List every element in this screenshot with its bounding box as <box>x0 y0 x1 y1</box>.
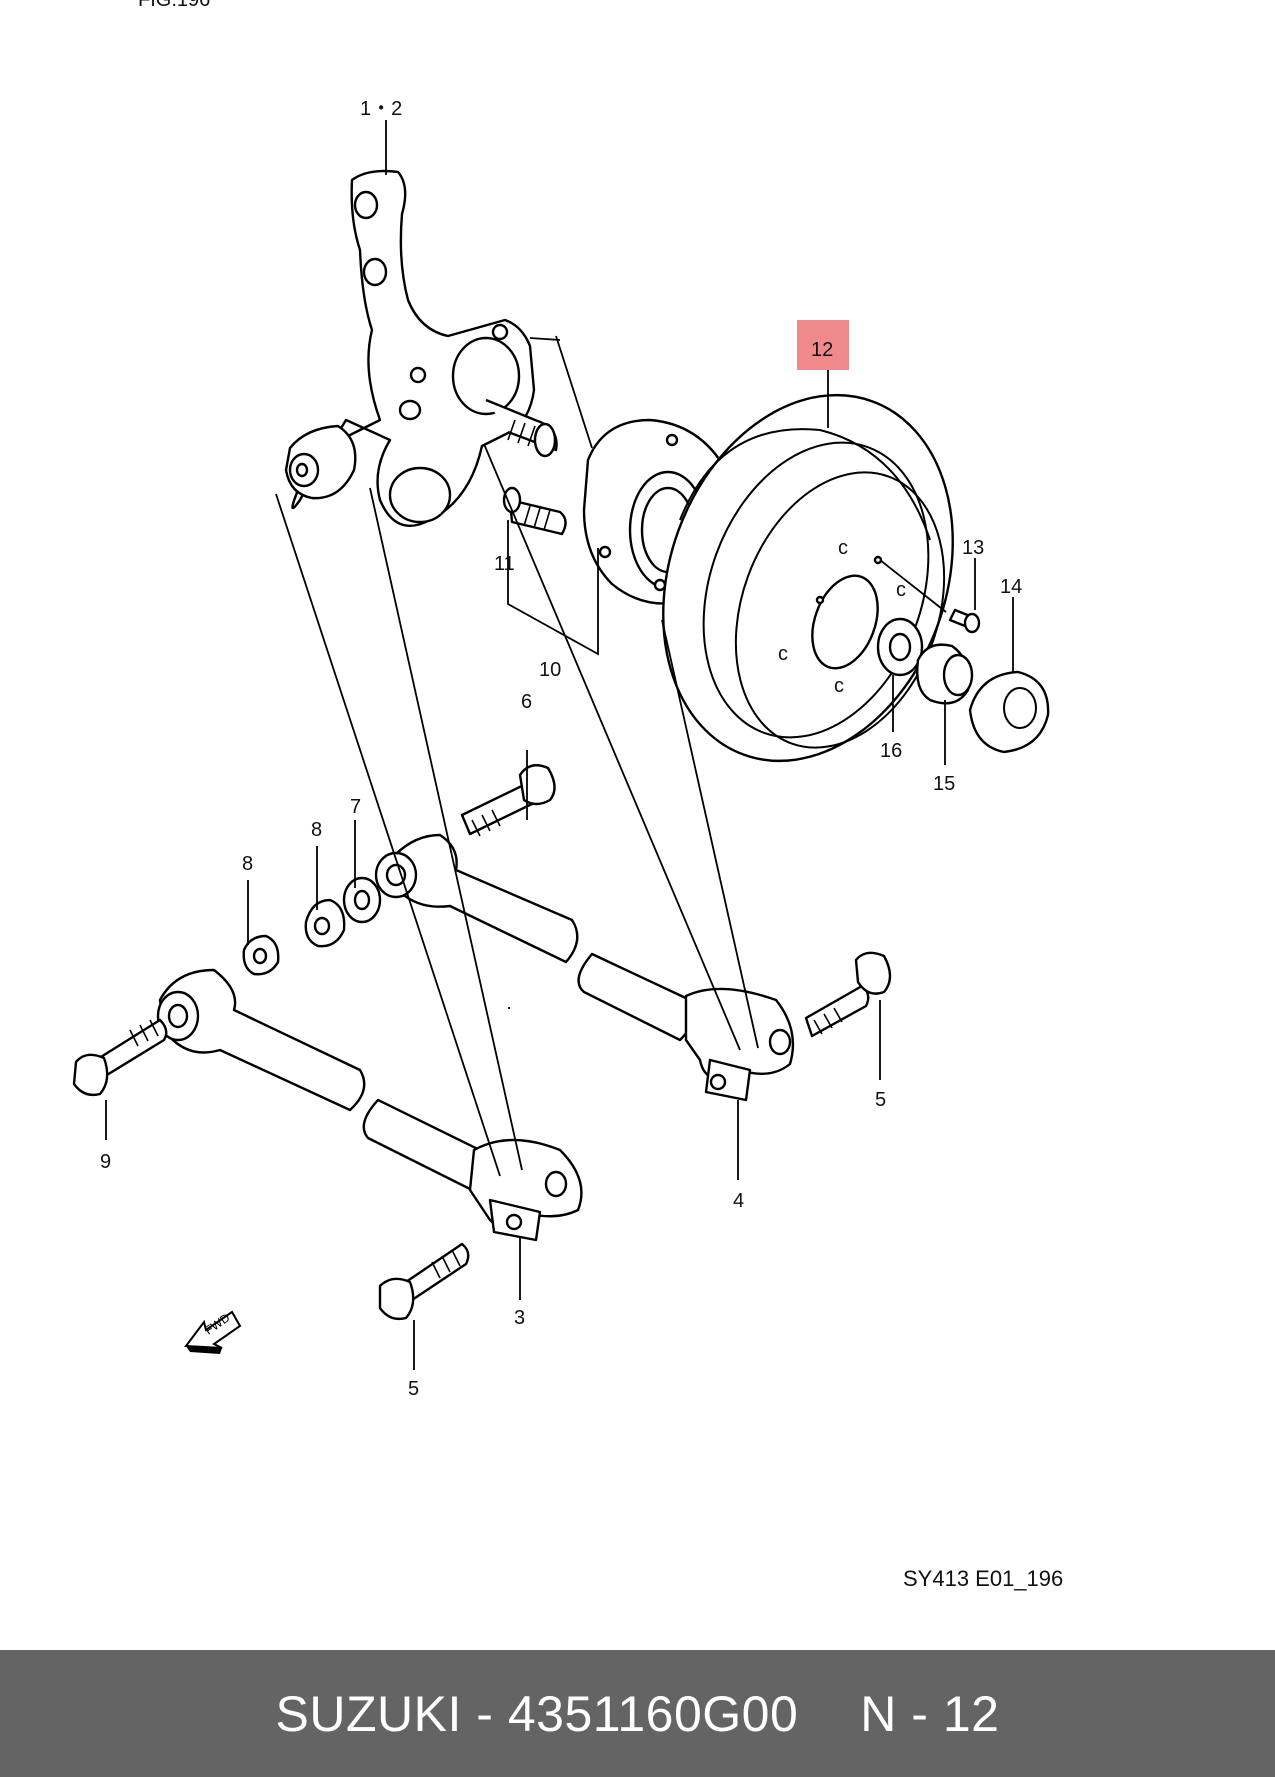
svg-text:c: c <box>838 537 848 559</box>
bolt-6 <box>460 764 556 837</box>
callout-15: 15 <box>933 773 955 795</box>
callout-labels: 1・2 12 13 14 11 10 16 15 6 7 8 8 9 5 4 3… <box>100 98 1022 1400</box>
drawing-code: SY413 E01_196 <box>903 1566 1063 1591</box>
fwd-arrow-icon: FWD <box>184 1310 242 1354</box>
bolt-9 <box>72 1018 168 1097</box>
svg-text:c: c <box>896 579 906 601</box>
callout-8-lower: 8 <box>242 853 253 875</box>
grease-cap <box>968 670 1050 754</box>
nut-8-upper <box>304 898 346 948</box>
svg-text:c: c <box>778 643 788 665</box>
parts-diagram: FIG.196 c <box>72 0 1063 1591</box>
callout-7: 7 <box>350 796 361 818</box>
callout-16: 16 <box>880 740 902 762</box>
callout-4: 4 <box>733 1190 744 1212</box>
callout-3: 3 <box>514 1307 525 1329</box>
callout-5-lower: 5 <box>408 1378 419 1400</box>
callout-14: 14 <box>1000 576 1022 598</box>
link-lines <box>275 335 759 1177</box>
footer-part-number: 4351160G00 <box>507 1685 799 1742</box>
callout-8-upper: 8 <box>311 819 322 841</box>
callout-6: 6 <box>521 691 532 713</box>
bolt-5-lower <box>378 1242 470 1321</box>
footer-brand: SUZUKI <box>275 1685 462 1742</box>
brake-drum: c c c c <box>662 393 954 763</box>
steering-knuckle <box>284 169 558 527</box>
footer-ref-label: N - 12 <box>860 1685 1000 1742</box>
hub-bolt <box>502 486 567 536</box>
nut-8-lower <box>242 934 280 976</box>
callout-9: 9 <box>100 1151 111 1173</box>
footer-dash: - <box>476 1685 494 1742</box>
callout-13: 13 <box>962 537 984 559</box>
hub-nut <box>916 643 974 705</box>
highlight-box <box>797 320 849 370</box>
washer-7 <box>342 876 382 924</box>
callout-1-2: 1・2 <box>360 98 402 120</box>
callout-5-right: 5 <box>875 1089 886 1111</box>
lower-lateral-rod <box>156 968 583 1242</box>
footer-bar: SUZUKI - 4351160G00 N - 12 <box>0 1650 1275 1777</box>
callout-11: 11 <box>494 553 515 575</box>
upper-lateral-rod <box>374 833 795 1102</box>
washer <box>876 617 924 677</box>
svg-text:c: c <box>834 675 844 697</box>
header-fragment: FIG.196 <box>138 0 210 11</box>
callout-12: 12 <box>811 339 833 361</box>
bolt-5-right <box>804 951 892 1038</box>
drum-screw <box>948 608 981 634</box>
leader-lines <box>105 120 1014 1370</box>
callout-10: 10 <box>539 659 561 681</box>
